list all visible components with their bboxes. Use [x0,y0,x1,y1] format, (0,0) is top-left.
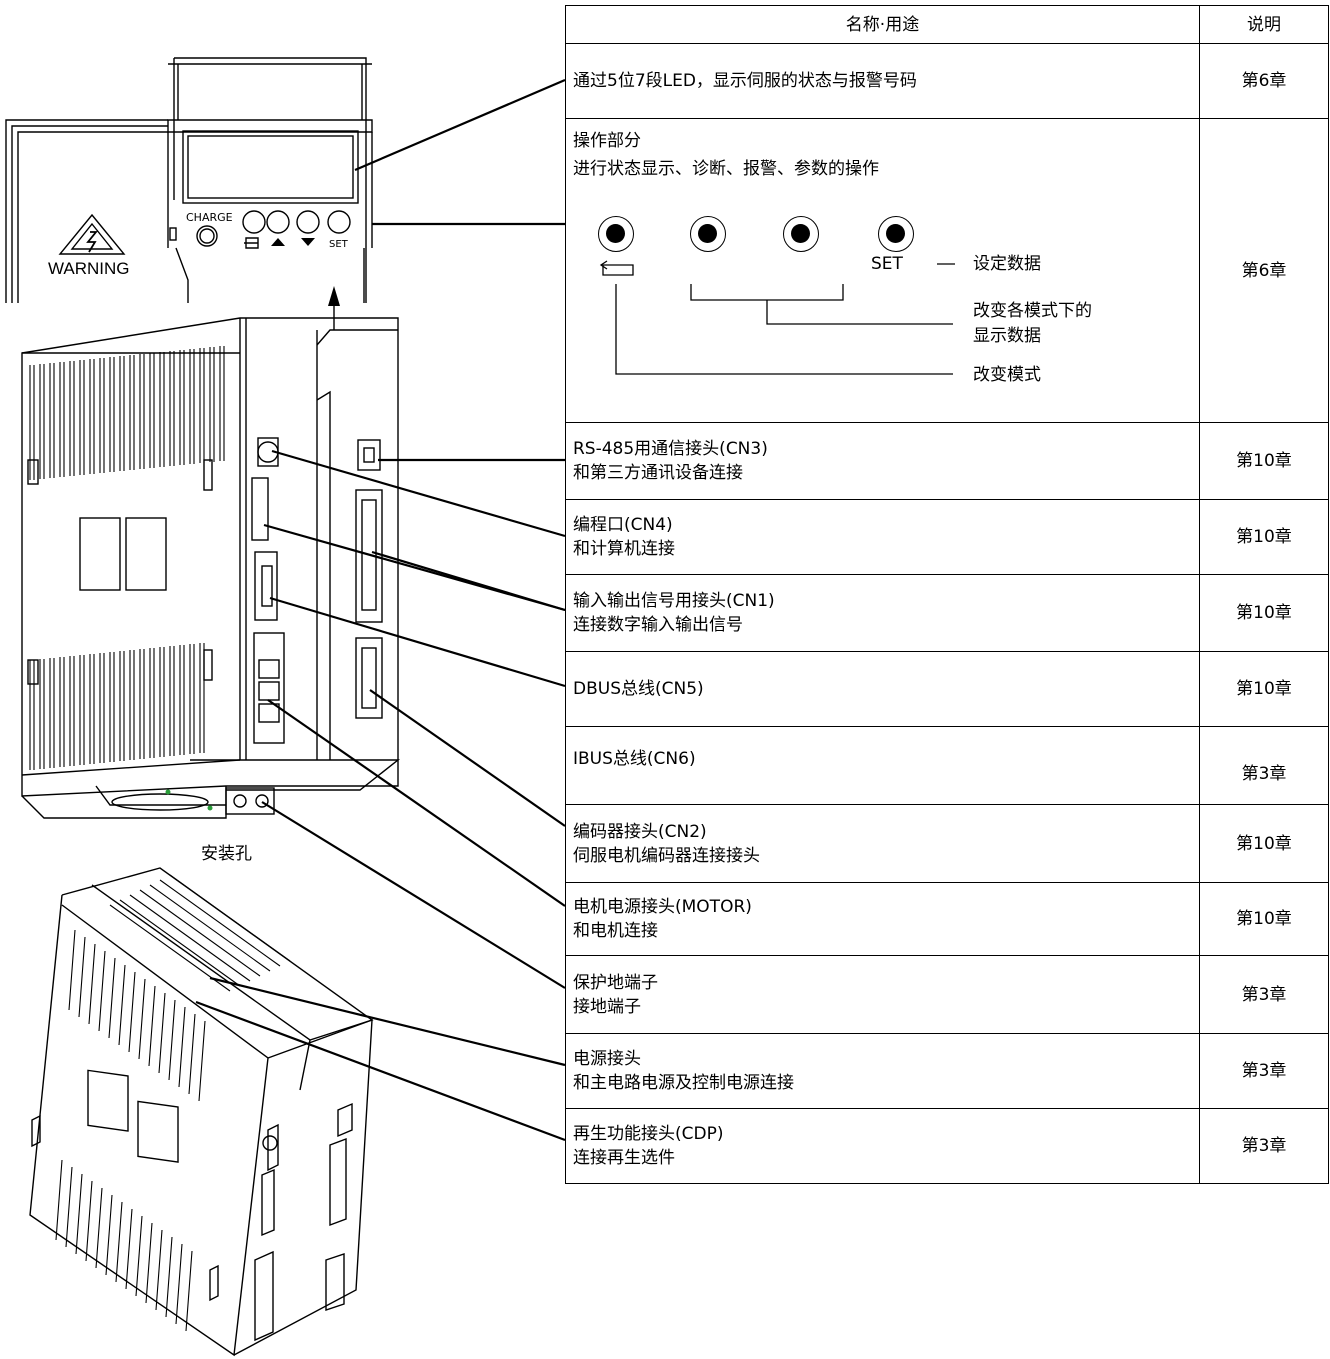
table-row: 电机电源接头(MOTOR) 和电机连接 第10章 [565,882,1329,956]
row-text: 接地端子 [573,996,641,1017]
keypad-explanation: 操作部分 进行状态显示、诊断、报警、参数的操作 SET [573,119,1199,422]
mounting-hole-label: 安装孔 [201,844,252,864]
row-text: RS-485用通信接头(CN3) [573,439,768,459]
table-row: IBUS总线(CN6) 第3章 [565,726,1329,805]
updown-description-line2: 显示数据 [973,326,1041,346]
table-row: 通过5位7段LED，显示伺服的状态与报警号码 第6章 [565,43,1329,119]
chapter-cell: 第10章 [1199,651,1329,727]
set-key-label: SET [871,254,903,274]
up-button-icon [690,216,726,252]
row-text: 电机电源接头(MOTOR) [573,897,752,917]
row-text: 编程口(CN4) [573,515,673,535]
leader-lines [195,78,566,1142]
row-text: 保护地端子 [573,972,658,993]
row-text: 电源接头 [573,1049,641,1069]
row-text: 再生功能接头(CDP) [573,1124,724,1144]
row-text: 编码器接头(CN2) [573,821,707,842]
chapter-cell: 第3章 [1199,955,1329,1034]
table-row: RS-485用通信接头(CN3) 和第三方通讯设备连接 第10章 [565,422,1329,500]
row-text: 连接数字输入输出信号 [573,615,743,635]
row-text: 连接再生选件 [573,1148,675,1168]
chapter-cell: 第6章 [1199,118,1329,423]
row-text: 和主电路电源及控制电源连接 [573,1073,794,1093]
table-row: 再生功能接头(CDP) 连接再生选件 第3章 [565,1108,1329,1184]
table-row-keypad: 操作部分 进行状态显示、诊断、报警、参数的操作 SET [565,118,1329,423]
down-button-icon [783,216,819,252]
chapter-cell: 第10章 [1199,499,1329,575]
table-row: 保护地端子接地端子 第3章 [565,955,1329,1034]
row-text: 输入输出信号用接头(CN1) [573,591,775,611]
row-text: DBUS总线(CN5) [573,679,704,699]
chapter-cell: 第6章 [1199,43,1329,119]
updown-description-line1: 改变各模式下的 [973,301,1092,321]
header-description: 说明 [1199,5,1329,44]
row-text: 操作部分 [573,131,641,151]
row-text: 伺服电机编码器连接接头 [573,845,760,866]
table-row: DBUS总线(CN5) 第10章 [565,651,1329,727]
table-row: 编程口(CN4) 和计算机连接 第10章 [565,499,1329,575]
keypad-leaders [599,260,955,375]
set-key-description: 设定数据 [973,254,1041,274]
row-text: 进行状态显示、诊断、报警、参数的操作 [573,159,879,179]
row-text: IBUS总线(CN6) [573,749,696,769]
chapter-cell: 第10章 [1199,422,1329,500]
mode-key-description: 改变模式 [973,365,1041,385]
chapter-cell: 第10章 [1199,574,1329,652]
chapter-cell: 第3章 [1199,726,1329,805]
row-text: 和电机连接 [573,921,658,941]
vent-grille-isometric [55,874,291,1332]
vent-grille-upper [29,346,225,480]
row-text: 和计算机连接 [573,539,675,559]
table-row: 输入输出信号用接头(CN1) 连接数字输入输出信号 第10章 [565,574,1329,652]
row-text: 和第三方通讯设备连接 [573,463,743,483]
table-row: 电源接头和主电路电源及控制电源连接 第3章 [565,1033,1329,1109]
row-text: 通过5位7段LED，显示伺服的状态与报警号码 [573,71,917,91]
component-table: 名称·用途 说明 通过5位7段LED，显示伺服的状态与报警号码 第6章 操作部分… [565,5,1329,1184]
set-button-icon [878,216,914,252]
chapter-cell: 第3章 [1199,1108,1329,1184]
table-row: 编码器接头(CN2) 伺服电机编码器连接接头 第10章 [565,804,1329,883]
panel-set-label: SET [329,239,349,250]
chapter-cell: 第3章 [1199,1033,1329,1109]
servo-drive-isometric [29,867,374,1357]
charge-label: CHARGE [186,211,233,224]
front-panel-zoom [5,57,373,330]
header-name-purpose: 名称·用途 [565,5,1200,44]
table-header-row: 名称·用途 说明 [565,5,1329,44]
vent-grille-lower [29,643,205,770]
chapter-cell: 第10章 [1199,804,1329,883]
mode-button-icon [598,216,634,252]
warning-label: WARNING [48,259,130,278]
chapter-cell: 第10章 [1199,882,1329,956]
